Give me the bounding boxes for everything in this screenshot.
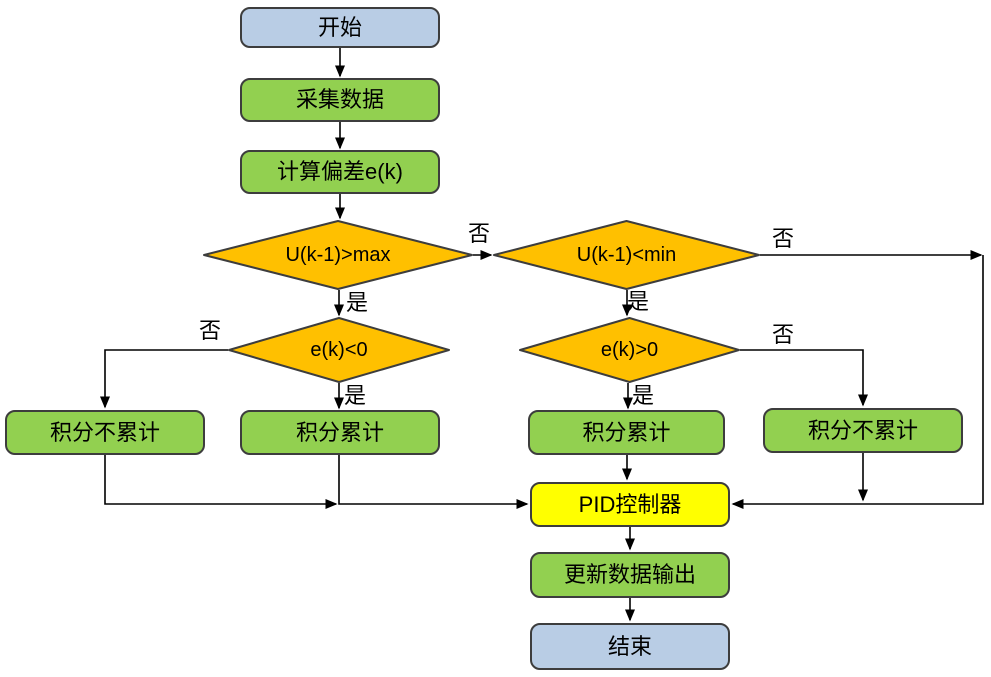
node-check-e-neg: e(k)<0 — [228, 317, 450, 383]
node-label-integrate-left: 积分累计 — [295, 419, 384, 445]
edge-right-rail-to-pid — [731, 255, 984, 509]
checkmax-yes-label: 是 — [345, 290, 369, 315]
node-label-check-e-neg: e(k)<0 — [310, 339, 368, 361]
node-compute-error: 计算偏差e(k) — [240, 150, 440, 194]
diamond-shape — [519, 317, 740, 383]
checkmin-no-label: 否 — [771, 226, 795, 251]
node-end: 结束 — [530, 623, 730, 670]
edge-eneg-no-to-noaccleft — [100, 349, 228, 409]
node-label-start: 开始 — [317, 14, 362, 40]
node-label-check-e-pos: e(k)>0 — [600, 339, 659, 361]
edge-accleft-to-pid — [338, 455, 529, 509]
edge-epos-no-to-noaccright — [740, 349, 868, 407]
node-label-no-integrate-right: 积分不累计 — [807, 417, 918, 443]
node-collect-data: 采集数据 — [240, 78, 440, 122]
node-check-max: U(k-1)>max — [203, 220, 473, 290]
node-no-integrate-right: 积分不累计 — [763, 408, 963, 453]
diamond-shape — [203, 220, 473, 290]
node-label-end: 结束 — [607, 633, 652, 659]
node-check-e-pos: e(k)>0 — [519, 317, 740, 383]
node-label-integrate-right: 积分累计 — [582, 419, 671, 445]
node-label-check-min: U(k-1)<min — [576, 244, 677, 266]
node-label-collect-data: 采集数据 — [295, 87, 384, 112]
node-label-check-max: U(k-1)>max — [285, 244, 391, 266]
node-label-no-integrate-left: 积分不累计 — [49, 419, 160, 445]
checkmax-no-label: 否 — [467, 221, 491, 246]
node-start: 开始 — [240, 7, 440, 48]
node-label-update-output: 更新数据输出 — [563, 562, 696, 587]
node-update-output: 更新数据输出 — [530, 552, 730, 598]
eneg-yes-label: 是 — [343, 383, 367, 408]
node-no-integrate-left: 积分不累计 — [5, 410, 205, 455]
eneg-no-label: 否 — [198, 318, 222, 343]
epos-yes-label: 是 — [631, 383, 655, 408]
checkmin-yes-label: 是 — [626, 289, 650, 314]
epos-no-label: 否 — [771, 322, 795, 347]
node-integrate-left: 积分累计 — [240, 410, 440, 455]
diamond-shape — [493, 220, 760, 290]
node-label-compute-error: 计算偏差e(k) — [277, 159, 403, 184]
diamond-shape — [228, 317, 450, 383]
node-label-pid-controller: PID控制器 — [578, 491, 682, 517]
node-pid-controller: PID控制器 — [530, 482, 730, 527]
edge-noaccleft-to-merge — [104, 455, 338, 509]
node-integrate-right: 积分累计 — [528, 410, 725, 455]
node-check-min: U(k-1)<min — [493, 220, 760, 290]
